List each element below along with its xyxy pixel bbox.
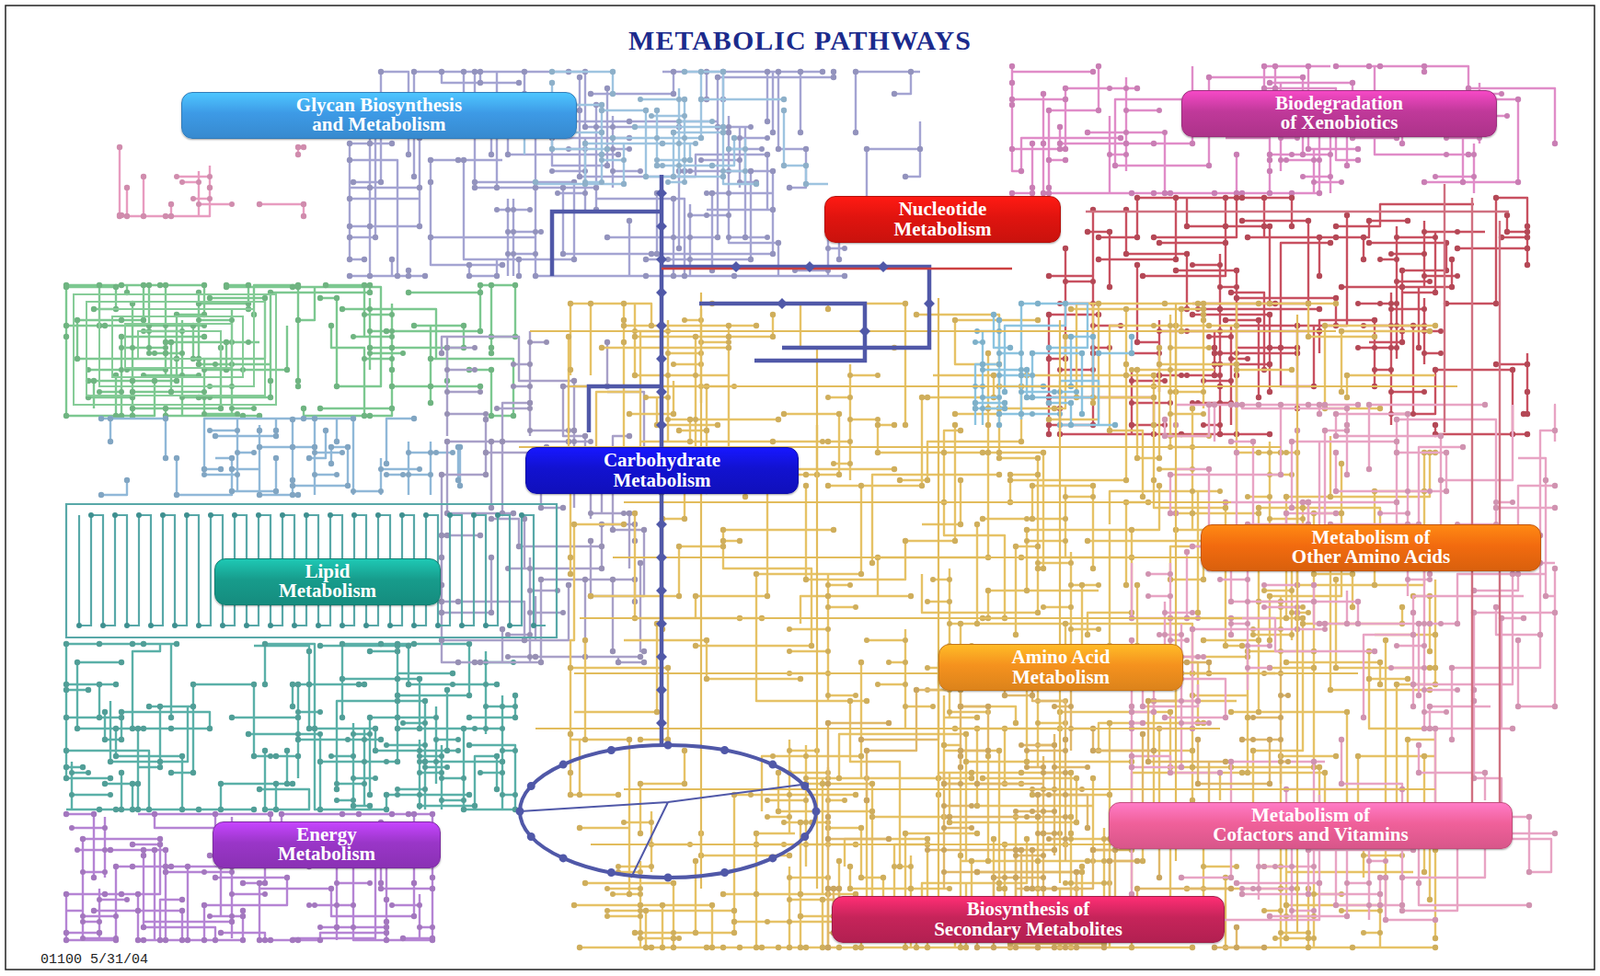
- map-border: [5, 5, 1595, 970]
- compound-dots: [63, 641, 518, 813]
- pathway-region: [98, 415, 463, 498]
- pathway-region: [63, 641, 518, 813]
- pathway-lines: [119, 147, 304, 217]
- pathway-category-box: Amino Acid Metabolism: [938, 644, 1184, 691]
- map-title: METABOLIC PATHWAYS: [621, 24, 979, 57]
- pathway-category-box: Lipid Metabolism: [214, 558, 441, 606]
- pathway-lines: [441, 331, 645, 663]
- category-label: Biosynthesis of Secondary Metabolites: [929, 899, 1128, 940]
- compound-dots: [1009, 63, 1558, 196]
- category-label: Metabolism of Cofactors and Vitamins: [1207, 805, 1415, 846]
- category-label: Glycan Biosynthesis and Metabolism: [273, 95, 485, 136]
- category-label: Carbohydrate Metabolism: [570, 450, 755, 491]
- pathway-category-box: Biodegradation of Xenobiotics: [1181, 90, 1497, 138]
- pathway-region: [116, 144, 307, 219]
- pathway-category-box: Energy Metabolism: [212, 821, 441, 869]
- pathway-loops: [73, 294, 277, 405]
- pathway-category-box: Biosynthesis of Secondary Metabolites: [831, 896, 1225, 944]
- title-bar: METABOLIC PATHWAYS: [0, 24, 1600, 57]
- pathway-lines: [1085, 184, 1509, 829]
- tca-compounds: [516, 741, 821, 883]
- compound-dots: [972, 300, 1135, 428]
- pathway-category-box: Metabolism of Cofactors and Vitamins: [1108, 802, 1513, 850]
- pathway-category-box: Metabolism of Other Amino Acids: [1200, 524, 1542, 572]
- compound-dots: [1046, 195, 1531, 438]
- pathway-lines: [101, 418, 461, 495]
- pathway-lines: [568, 303, 1436, 948]
- compound-dots: [63, 282, 518, 419]
- pathway-category-box: Glycan Biosynthesis and Metabolism: [181, 92, 577, 139]
- map-id-label: 01100 5/31/04: [40, 952, 149, 968]
- trunk-branch: [661, 267, 1013, 271]
- pathway-region: [438, 331, 647, 666]
- pathway-lines: [66, 504, 557, 638]
- compound-dots: [98, 415, 463, 498]
- long-pathways: [518, 184, 1509, 933]
- pathway-category-box: Nucleotide Metabolism: [824, 195, 1061, 243]
- glycolysis-trunk: [516, 174, 1013, 883]
- category-label: Lipid Metabolism: [263, 562, 392, 602]
- compound-dots: [116, 144, 307, 219]
- category-label: Biodegradation of Xenobiotics: [1226, 93, 1452, 134]
- pathway-category-box: Carbohydrate Metabolism: [525, 447, 799, 495]
- category-label: Metabolism of Other Amino Acids: [1281, 528, 1462, 568]
- pathway-region: [972, 300, 1135, 428]
- tca-spokes: [519, 783, 809, 878]
- pathway-region: [1009, 63, 1558, 196]
- pathway-region: [63, 282, 518, 419]
- compound-dots: [76, 512, 537, 629]
- pathway-region: [1046, 195, 1531, 438]
- category-label: Energy Metabolism: [262, 825, 392, 865]
- lipid-meander: [66, 504, 557, 638]
- category-label: Amino Acid Metabolism: [980, 647, 1142, 688]
- category-label: Nucleotide Metabolism: [864, 199, 1022, 240]
